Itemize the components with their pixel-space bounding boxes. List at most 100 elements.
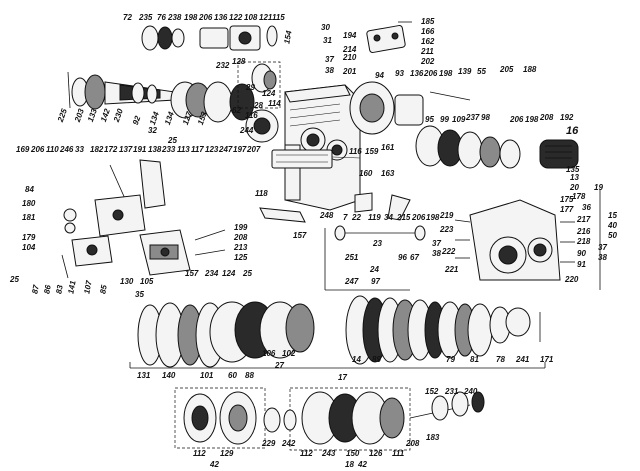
- label-240: 240: [463, 387, 478, 396]
- label-40: 40: [607, 221, 617, 230]
- label-235: 235: [138, 13, 153, 22]
- label-79: 79: [446, 355, 455, 364]
- label-154: 154: [282, 29, 293, 44]
- bell-housing: [454, 190, 601, 290]
- label-111: 111: [392, 449, 405, 458]
- plate-157: [259, 207, 306, 223]
- label-81: 81: [470, 355, 479, 364]
- label-217: 217: [576, 215, 591, 224]
- label-194: 194: [343, 31, 357, 40]
- top-flange-group: [141, 25, 278, 51]
- label-117: 117: [191, 145, 204, 154]
- label-225: 225: [56, 107, 70, 124]
- label-112a: 112: [193, 449, 206, 458]
- label-13: 13: [570, 173, 579, 182]
- label-157b: 157: [293, 231, 307, 240]
- label-177: 177: [560, 205, 574, 214]
- label-60: 60: [228, 371, 237, 380]
- label-152: 152: [425, 387, 439, 396]
- label-38-top: 38: [325, 66, 334, 75]
- label-37-top: 37: [325, 55, 334, 64]
- housing-front-panel: [271, 149, 333, 169]
- label-134a: 134: [148, 110, 161, 126]
- clutch-pack-right: [345, 295, 541, 365]
- label-101: 101: [200, 371, 214, 380]
- label-208b: 208: [233, 233, 248, 242]
- label-241: 241: [515, 355, 530, 364]
- label-84: 84: [25, 185, 34, 194]
- bottom-right-shaft: [431, 391, 485, 421]
- label-14: 14: [352, 355, 361, 364]
- label-107: 107: [82, 279, 93, 294]
- label-133: 133: [86, 107, 99, 123]
- label-135: 135: [566, 165, 580, 174]
- label-140: 140: [162, 371, 176, 380]
- label-219: 219: [439, 211, 454, 220]
- label-206d: 206: [30, 145, 45, 154]
- label-129a: 129: [220, 449, 234, 458]
- label-110: 110: [46, 145, 59, 154]
- label-230: 230: [112, 107, 126, 124]
- label-76: 76: [157, 13, 166, 22]
- label-137: 137: [119, 145, 133, 154]
- part-labels: 72 235 76 238 198 206 136 122 108 121 11…: [9, 13, 617, 469]
- label-99: 99: [440, 115, 449, 124]
- label-210: 210: [342, 53, 357, 62]
- label-123: 123: [205, 145, 219, 154]
- label-125: 125: [234, 253, 248, 262]
- label-198c: 198: [525, 115, 539, 124]
- label-202: 202: [420, 57, 435, 66]
- valve-body-group: [139, 229, 226, 276]
- label-162: 162: [421, 37, 435, 46]
- label-171: 171: [540, 355, 554, 364]
- label-114: 114: [268, 99, 281, 108]
- brace-17: [129, 362, 546, 369]
- label-115: 115: [272, 13, 285, 22]
- label-160: 160: [359, 169, 373, 178]
- label-199: 199: [234, 223, 248, 232]
- label-229: 229: [261, 439, 276, 448]
- label-214: 214: [342, 45, 357, 54]
- label-215: 215: [396, 213, 411, 222]
- label-55: 55: [477, 67, 486, 76]
- label-251: 251: [344, 253, 359, 262]
- clutch-pack-left: [137, 301, 315, 368]
- label-242: 242: [281, 439, 296, 448]
- label-131: 131: [137, 371, 151, 380]
- label-130: 130: [120, 277, 134, 286]
- label-206b: 206: [423, 69, 438, 78]
- label-109: 109: [452, 115, 466, 124]
- label-105: 105: [140, 277, 154, 286]
- label-122: 122: [229, 13, 243, 22]
- label-205: 205: [499, 65, 514, 74]
- label-172: 172: [104, 145, 118, 154]
- label-7: 7: [343, 213, 348, 222]
- label-231: 231: [444, 387, 459, 396]
- right-gear-group: [415, 125, 521, 169]
- label-211: 211: [420, 47, 434, 56]
- label-113: 113: [177, 145, 190, 154]
- label-62: 62: [232, 106, 241, 115]
- label-32: 32: [148, 126, 157, 135]
- top-cover-group: [366, 21, 412, 53]
- label-203: 203: [73, 107, 87, 124]
- label-119: 119: [368, 213, 381, 222]
- label-94: 94: [375, 71, 384, 80]
- label-220: 220: [564, 275, 579, 284]
- label-188: 188: [523, 65, 537, 74]
- label-198d: 198: [426, 213, 440, 222]
- label-248: 248: [319, 211, 334, 220]
- label-124-top: 124: [262, 89, 276, 98]
- label-216: 216: [576, 227, 591, 236]
- label-108: 108: [244, 13, 258, 22]
- bottom-left-gears: [174, 387, 266, 449]
- label-36: 36: [582, 203, 591, 212]
- label-23: 23: [372, 239, 382, 248]
- label-19: 19: [594, 183, 603, 192]
- label-90: 90: [577, 249, 586, 258]
- label-161: 161: [381, 143, 395, 152]
- label-182: 182: [90, 145, 104, 154]
- label-118: 118: [255, 189, 268, 198]
- label-78: 78: [496, 355, 505, 364]
- label-25-mid: 25: [242, 269, 252, 278]
